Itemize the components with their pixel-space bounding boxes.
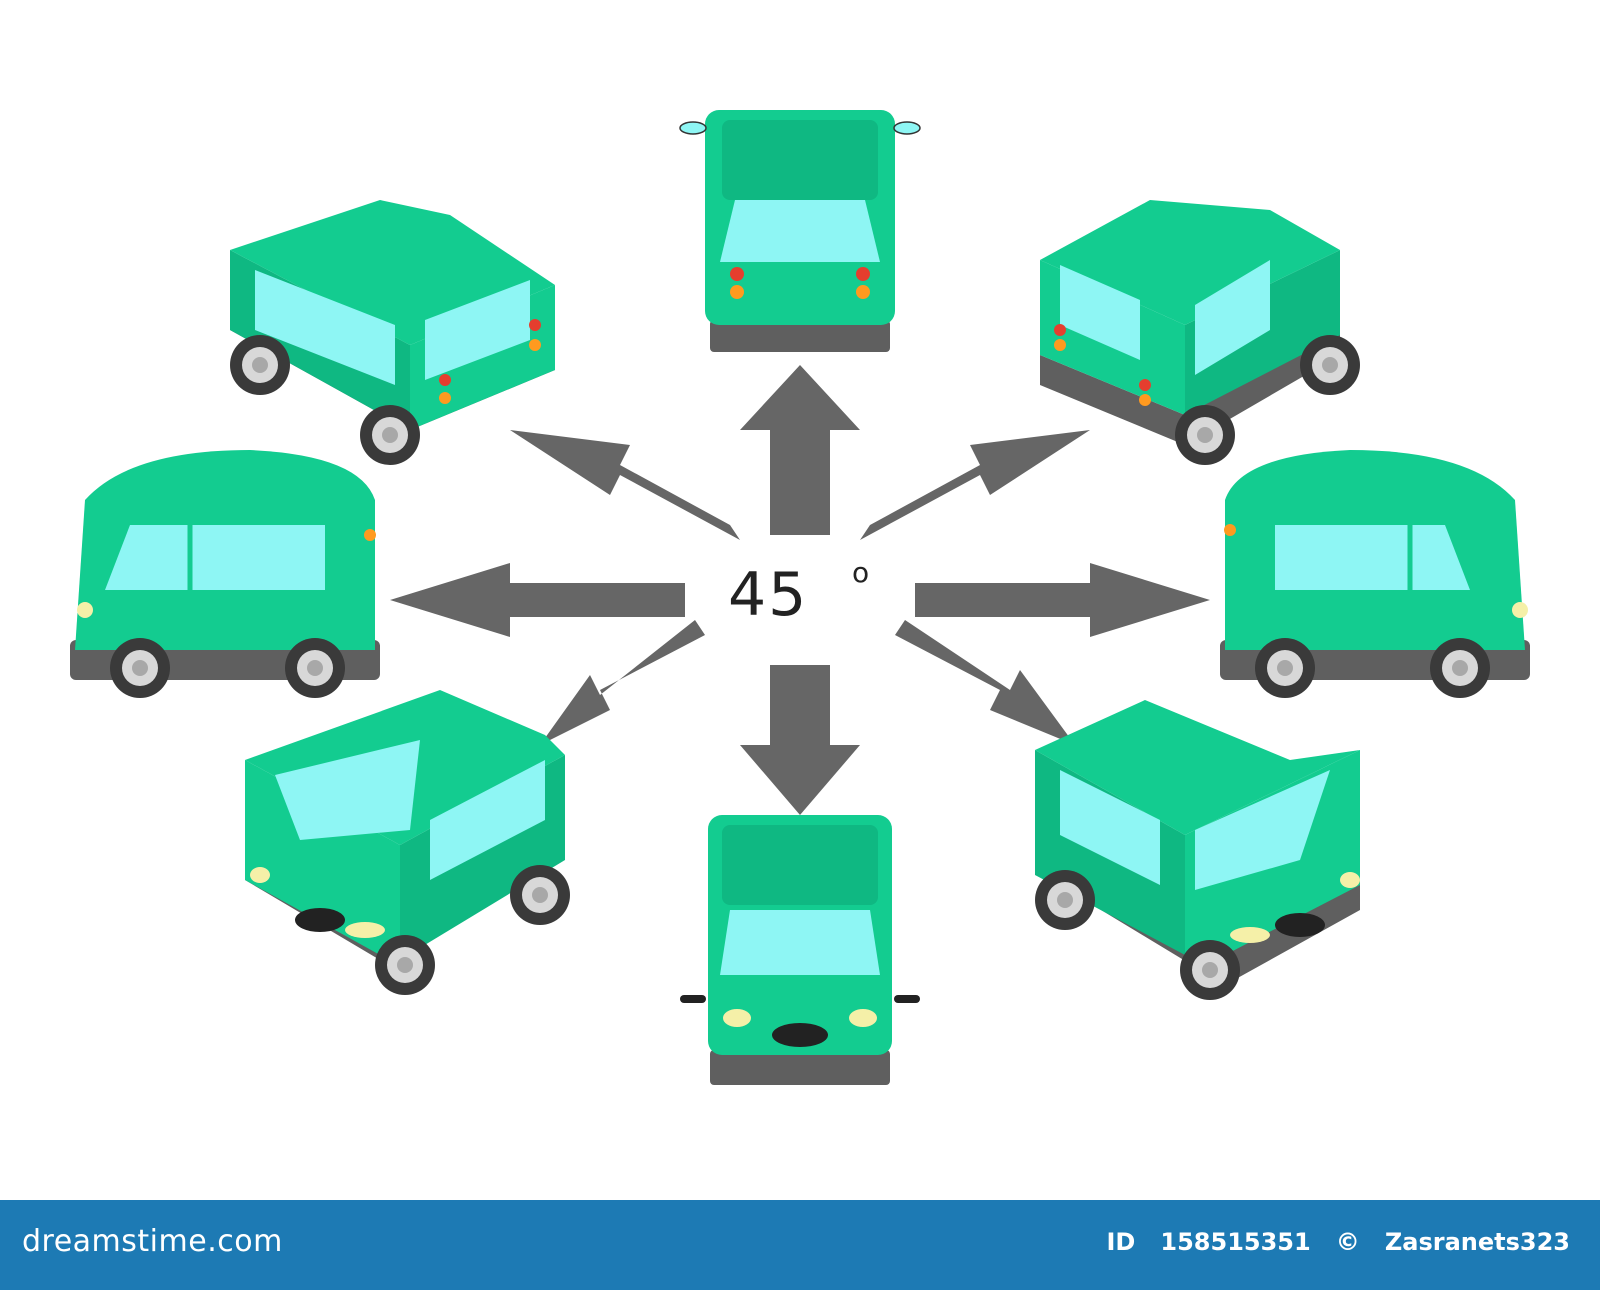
angle-value: 45 <box>728 560 809 630</box>
footer-credit: ID 158515351 © Zasranets323 <box>1106 1228 1570 1256</box>
author-name: Zasranets323 <box>1384 1228 1570 1256</box>
car-right-view <box>1220 450 1530 698</box>
arrow-up-left <box>510 430 740 540</box>
brand-text: dreamstime.com <box>22 1224 283 1259</box>
arrow-down <box>740 665 860 815</box>
arrow-down-right <box>895 620 1075 745</box>
id-value: 158515351 <box>1160 1228 1311 1256</box>
id-label: ID <box>1106 1228 1136 1256</box>
direction-arrows <box>390 365 1210 815</box>
arrow-up <box>740 365 860 535</box>
rotation-diagram: 45 o <box>70 110 1530 1085</box>
degree-symbol: o <box>852 556 870 589</box>
stock-footer-bar: dreamstime.com ID 158515351 © Zasranets3… <box>0 1200 1600 1290</box>
car-front-right-view <box>1035 700 1360 1000</box>
car-front-left-view <box>245 690 570 995</box>
arrow-up-right <box>860 430 1090 540</box>
arrow-down-left <box>540 620 705 745</box>
arrow-left <box>390 563 685 637</box>
rotation-illustration <box>70 110 1530 1085</box>
footer-brand: dreamstime.com <box>22 1224 283 1259</box>
car-left-view <box>70 450 380 698</box>
car-rear-right-view <box>1040 200 1360 465</box>
arrow-right <box>915 563 1210 637</box>
car-rear-view <box>679 110 921 352</box>
copyright-symbol: © <box>1335 1228 1360 1256</box>
car-front-view <box>680 815 920 1085</box>
car-rear-left-view <box>230 200 555 465</box>
